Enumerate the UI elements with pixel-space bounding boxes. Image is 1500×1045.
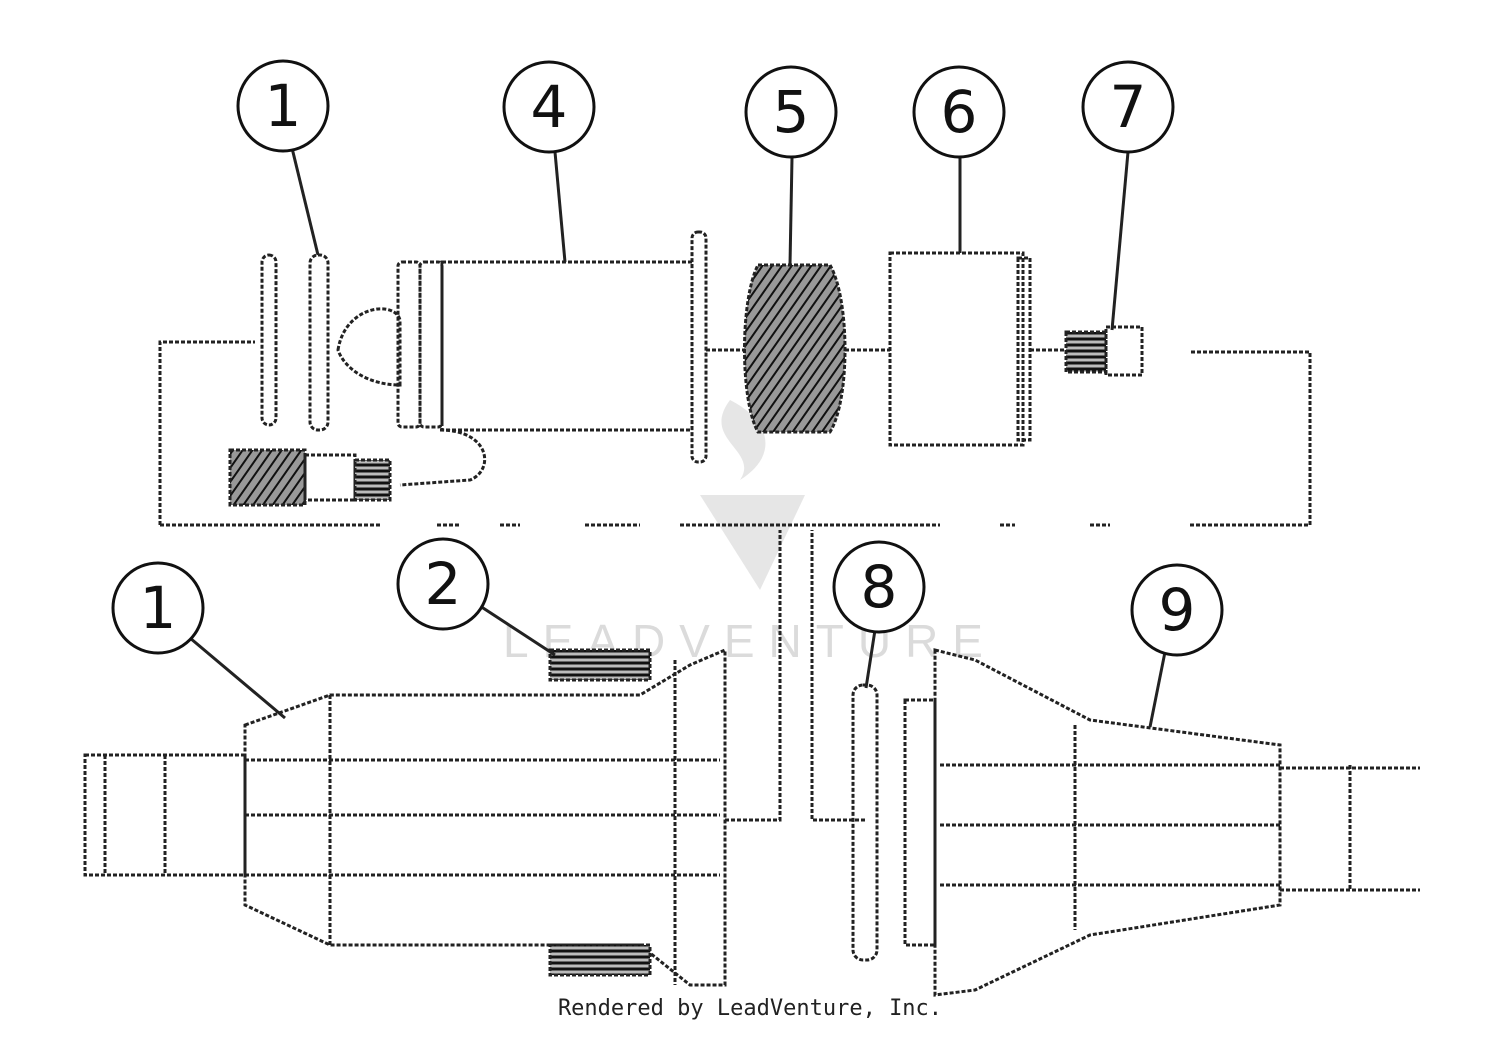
leader-4: [553, 151, 567, 263]
watermark-logo: LEADVENTURE: [503, 400, 983, 667]
wire-lead: [399, 428, 487, 487]
housing-flange: [690, 230, 708, 464]
left-end-housing: [243, 647, 727, 987]
callout-6: 6: [912, 65, 1006, 159]
solenoid-spring: [353, 458, 392, 502]
callout-label: 1: [140, 574, 177, 642]
callout-label: 4: [531, 73, 568, 141]
callout-7: 7: [1081, 60, 1175, 154]
leader-1a: [290, 147, 320, 256]
callout-4: 4: [502, 60, 596, 154]
right-end-housing: [933, 648, 1282, 997]
endcap-rib-b: [418, 260, 444, 429]
motor-housing: [440, 260, 694, 432]
solenoid-body: [228, 448, 307, 507]
endcap-rib-a: [396, 260, 422, 429]
wire-bottom: [437, 350, 1312, 527]
callout-2: 2: [396, 537, 490, 631]
retaining-nut-head: [1104, 325, 1144, 377]
callout-1-lower: 1: [111, 561, 205, 655]
callout-label: 2: [425, 550, 462, 618]
solenoid-plunger: [303, 453, 357, 502]
wire-left: [158, 340, 255, 525]
brush-dome: [336, 307, 402, 387]
leader-9: [1148, 651, 1167, 728]
leader-7: [1110, 151, 1130, 331]
through-bolt-top: [548, 648, 652, 682]
callouts: 1 4 5 6 7 1 2 8: [111, 59, 1224, 657]
clutch-housing: [888, 251, 1025, 447]
leader-2: [479, 604, 556, 657]
washer-plate-b: [308, 253, 330, 432]
callout-8: 8: [832, 540, 926, 634]
callout-label: 9: [1159, 576, 1196, 644]
callout-label: 1: [265, 72, 302, 140]
right-housing-flange: [903, 698, 937, 947]
washer-plate-a: [260, 253, 278, 427]
drive-gear: [743, 263, 847, 434]
lower-assembly: [83, 530, 1420, 997]
callout-label: 6: [941, 78, 978, 146]
leader-lines: [189, 147, 1167, 728]
callout-5: 5: [744, 65, 838, 159]
connector-left: [725, 530, 782, 822]
callout-label: 7: [1110, 73, 1147, 141]
through-bolt-bottom: [548, 943, 652, 977]
callout-label: 8: [861, 553, 898, 621]
callout-1-upper: 1: [236, 59, 330, 153]
upper-assembly: [158, 230, 1312, 527]
render-credit: Rendered by LeadVenture, Inc.: [557, 996, 943, 1021]
leader-8: [864, 629, 877, 689]
leader-5: [788, 157, 794, 266]
connector-right: [810, 530, 865, 822]
retaining-nut-thread: [1064, 330, 1108, 374]
gasket-ring: [851, 683, 879, 962]
callout-label: 5: [773, 78, 810, 146]
leader-1b: [189, 636, 286, 720]
callout-9: 9: [1130, 563, 1224, 657]
